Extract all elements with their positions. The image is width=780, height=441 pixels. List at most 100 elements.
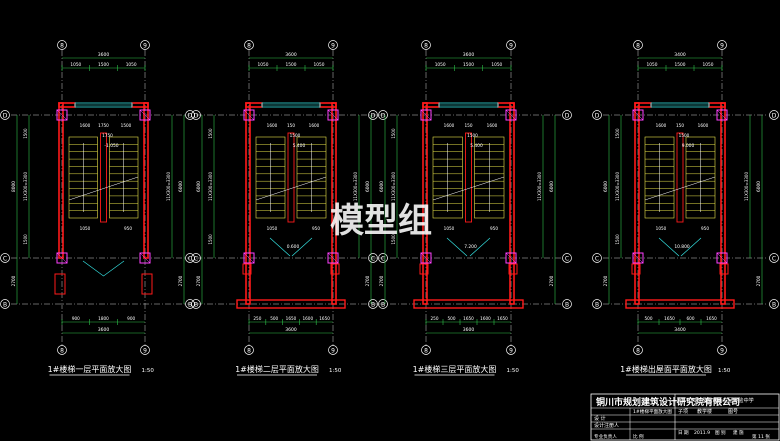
dim-text-top-part: 1050 [435,62,446,68]
axis-label-top: 8 [247,43,251,50]
axis-bubble-bottom [244,345,254,355]
plan-title: 1#楼梯三层平面放大图 [413,364,497,374]
row-label-right: D [381,113,386,120]
dim-text-left-part: 11X300=3300 [23,172,28,201]
dim-text-left-total: 6000 [379,181,385,192]
title-block-company: 铜川市规划建筑设计研究院有限公司 [596,396,740,408]
row-bubble-right [562,299,572,309]
dim-text-left-part: 1500 [615,234,620,245]
dim-text-bottom-part: 1800 [98,316,109,321]
row-label-left: D [3,113,8,120]
plan-scale: 1:50 [507,368,520,374]
dim-text-bottom-part: 1650 [497,316,508,321]
lower-column [419,263,429,275]
row-label-right: C [772,256,776,263]
plan-title: 1#楼梯二层平面放大图 [235,364,319,374]
lower-column [330,263,340,275]
plan-scale: 1:50 [142,368,155,374]
title-block-designer-label: 设 计 [594,415,606,422]
dim-text-bottom-part: 1600 [480,316,491,321]
axis-label-bottom: 9 [143,348,147,355]
axis-label-bottom: 8 [247,348,251,355]
dim-text-left-total: 6000 [603,181,609,192]
title-block-date-value: 2011.9 [694,430,710,436]
dim-text-left-part: 1500 [23,234,28,245]
stair-flight-right [296,136,327,219]
row-bubble-left [592,253,602,263]
break-line [255,176,327,201]
lower-column [242,263,252,275]
break-line [68,176,139,201]
elevation-label: 10.800 [674,244,690,250]
axis-label-top: 9 [331,43,335,50]
structural-column [56,252,68,264]
inner-dim-label: 950 [124,226,132,231]
column-hatch [632,252,644,264]
row-label-left: D [371,113,376,120]
elevation-label: 7.200 [464,244,477,250]
dim-text-bottom-total: 3400 [674,327,686,333]
axis-bubble-top [244,40,254,50]
dim-text-left-part: 1500 [391,234,396,245]
dim-text-bottom-part: 600 [687,316,695,321]
structural-column [505,109,517,121]
title-block-scale-label: 比 例 [633,433,644,440]
structural-column [327,109,339,121]
inner-dim-label: 150 [287,123,295,128]
dim-text-bottom-total: 3600 [98,327,110,333]
row-label-right: C [381,256,385,263]
title-block-project: JY1-620-7凤凰市新村区实验中学 [676,396,754,404]
elevation-label: 5.400 [470,143,483,149]
inner-dim-label: 150 [676,123,684,128]
axis-bubble-top [57,40,67,50]
dim-text-bottom-part: 1650 [286,316,297,321]
row-bubble-right [562,253,572,263]
row-label-right: C [565,256,569,263]
row-bubble-right [769,110,779,120]
dim-text-left-part: 1500 [615,128,620,139]
dim-text-bottom-part: 250 [431,316,439,321]
structural-column [243,109,255,121]
structural-column [420,109,432,121]
dim-text-left-part: 11X300=3300 [391,172,396,201]
axis-bubble-top [421,40,431,50]
axis-bubble-bottom [57,345,67,355]
row-bubble-right [769,253,779,263]
title-block-registered-label: 设计注册人 [594,422,619,429]
dim-text-left-lower: 2700 [196,275,201,286]
inner-dim-label: 1050 [656,226,667,231]
dim-text-bottom-part: 500 [645,316,653,321]
stair-well-handrail [287,132,295,223]
dim-text-top-part: 1050 [703,62,714,68]
dim-text-right-total: 6000 [756,181,762,192]
axis-bubble-top [717,40,727,50]
row-bubble-left [592,110,602,120]
row-label-right: B [194,302,198,309]
stair-flight-left [432,136,463,219]
row-label-left: C [371,256,375,263]
axis-bubble-bottom [328,345,338,355]
row-label-right: D [194,113,199,120]
row-label-right: B [381,302,385,309]
dim-text-bottom-part: 1650 [706,316,717,321]
lower-column [508,263,518,275]
structural-column [716,109,728,121]
dim-text-bottom-part: 1650 [664,316,675,321]
dim-text-right-lower: 2700 [756,275,761,286]
row-label-left: C [3,256,7,263]
dim-text-right-total: 6000 [178,181,184,192]
row-label-left: C [595,256,599,263]
inner-dim-label: 1600 [656,123,667,128]
break-line [432,176,505,201]
dim-text-left-part: 1500 [208,234,213,245]
structural-column [420,252,432,264]
dim-text-top-total: 3600 [98,52,110,58]
plan-scale: 1:50 [718,368,731,374]
inner-dim-label: 1050 [444,226,455,231]
dim-text-right-part: 11X300=3300 [537,172,542,201]
inner-dim-label: 1600 [444,123,455,128]
stair-flight-right [109,136,139,219]
